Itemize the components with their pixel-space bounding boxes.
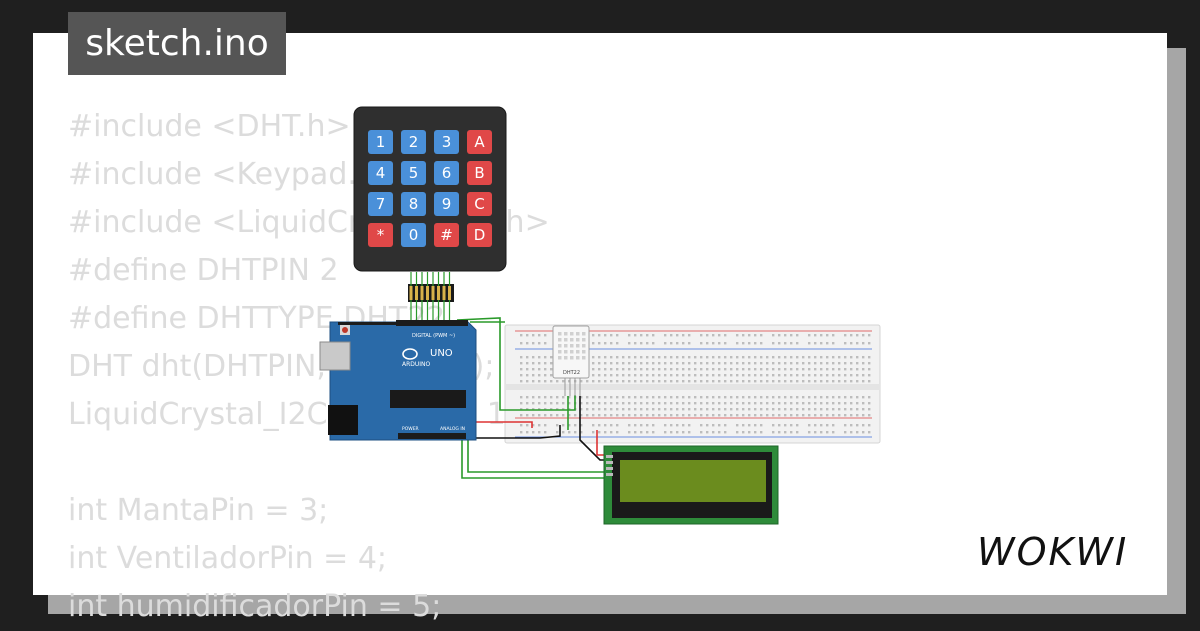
svg-text:#: #	[440, 226, 453, 244]
arduino-logo-icon	[402, 348, 418, 360]
svg-text:C: C	[474, 195, 484, 213]
keypad-key: 8	[401, 192, 426, 216]
file-tab[interactable]: sketch.ino	[68, 12, 286, 75]
keypad-key: A	[467, 130, 492, 154]
sensor-label: DHT22	[563, 370, 580, 376]
code-line: #define DHTTYPE DHT22	[68, 301, 446, 336]
keypad-key: 2	[401, 130, 426, 154]
svg-text:6: 6	[442, 164, 452, 182]
code-line: #define DHTPIN 2	[68, 253, 339, 288]
keypad-key: #	[434, 223, 459, 247]
dht22-sensor: DHT22	[552, 325, 590, 396]
usb-port	[319, 341, 351, 371]
keypad-key: 4	[368, 161, 393, 185]
keypad-key: D	[467, 223, 492, 247]
svg-text:B: B	[474, 164, 484, 182]
code-line: #include <DHT.h>	[68, 109, 351, 144]
keypad-key: 7	[368, 192, 393, 216]
svg-text:A: A	[474, 133, 485, 151]
svg-text:0: 0	[409, 226, 419, 244]
svg-text:9: 9	[442, 195, 452, 213]
digital-header	[396, 320, 468, 326]
svg-text:3: 3	[442, 133, 452, 151]
svg-text:8: 8	[409, 195, 419, 213]
lcd-display	[603, 445, 779, 525]
power-label: POWER	[402, 426, 419, 432]
lcd-pins	[606, 455, 613, 476]
keypad-key: 1	[368, 130, 393, 154]
keypad-keys: 1 2 3 A 4 5 6 B 7 8 9 C * 0 # D	[368, 130, 492, 247]
analog-label: ANALOG IN	[440, 426, 465, 432]
svg-text:5: 5	[409, 164, 419, 182]
svg-text:WOKWI: WOKWI	[977, 530, 1128, 574]
svg-text:1: 1	[376, 133, 386, 151]
sensor-grid	[558, 332, 586, 360]
digital-label: DIGITAL (PWM ~)	[412, 333, 455, 339]
svg-text:7: 7	[376, 195, 386, 213]
svg-text:2: 2	[409, 133, 419, 151]
reset-button	[342, 327, 348, 333]
arduino-uno: DIGITAL (PWM ~) UNO ARDUINO POWER ANALOG…	[319, 320, 477, 441]
code-line: int VentiladorPin = 4;	[68, 541, 388, 576]
lcd-screen	[620, 460, 766, 502]
wokwi-logo: WOKWI	[977, 530, 1128, 574]
svg-text:D: D	[474, 226, 486, 244]
keypad-key: 9	[434, 192, 459, 216]
svg-text:*: *	[377, 226, 385, 244]
keypad-key: 0	[401, 223, 426, 247]
power-jack	[328, 405, 358, 435]
atmega-chip	[390, 390, 466, 408]
keypad-key: 3	[434, 130, 459, 154]
code-line: int humidificadorPin = 5;	[68, 589, 442, 624]
breadboard-holes	[520, 334, 871, 434]
keypad-key: C	[467, 192, 492, 216]
keypad-pins	[409, 272, 451, 322]
keypad-key: 6	[434, 161, 459, 185]
keypad-key: B	[467, 161, 492, 185]
keypad: 1 2 3 A 4 5 6 B 7 8 9 C * 0 # D	[353, 106, 507, 322]
model-label: UNO	[430, 348, 453, 359]
power-analog-header	[398, 433, 466, 439]
breadboard	[504, 324, 881, 444]
keypad-key: *	[368, 223, 393, 247]
code-line: int MantaPin = 3;	[68, 493, 329, 528]
brand-label: ARDUINO	[402, 361, 431, 368]
keypad-key: 5	[401, 161, 426, 185]
svg-text:4: 4	[376, 164, 386, 182]
